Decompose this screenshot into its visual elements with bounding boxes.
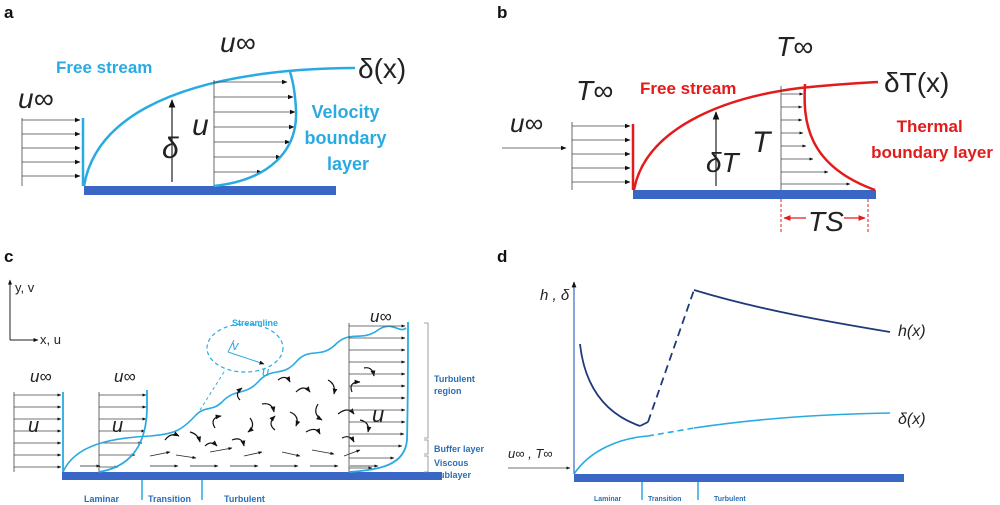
velocity-bl-label: Velocity boundary layer (304, 102, 391, 174)
turbulent-eddies-c (164, 367, 376, 447)
h-curve-transition-d (647, 289, 695, 423)
h-curve-laminar-d (579, 343, 641, 427)
velocity-profile-2-c (98, 390, 148, 473)
streamline-u-vector-c (227, 351, 265, 365)
panel-a: a u∞ Free stream u∞ δ(x) δ u (4, 3, 406, 195)
thermal-bl-label: Thermal boundary layer (871, 117, 993, 162)
regime-turbulent-c: Turbulent (224, 494, 265, 504)
turbulent-region-label-c: Turbulent region (434, 374, 477, 396)
delta-curve-laminar-d (573, 435, 649, 475)
plate-b (633, 190, 876, 199)
t-inf-label-b: T∞ (576, 75, 613, 106)
free-stream-label-b: Free stream (640, 79, 736, 98)
delta-x-label-d: δ(x) (898, 411, 926, 428)
h-curve-turbulent-d (693, 289, 891, 333)
u-inf-label-b: u∞ (510, 108, 543, 138)
u-1-label-c: u (28, 415, 39, 437)
incoming-velocity-profile-a (21, 117, 85, 186)
regime-laminar-d: Laminar (594, 496, 622, 503)
h-x-label-d: h(x) (898, 323, 926, 340)
regime-laminar-c: Laminar (84, 494, 120, 504)
plate-a (84, 186, 336, 195)
panel-c: c y, v x, u Laminar Transition Turbulent… (4, 247, 485, 504)
streamline-bubble-c (206, 323, 284, 373)
delta-t-label-b: δT (706, 147, 741, 178)
regime-turbulent-d: Turbulent (714, 496, 746, 503)
x-u-label-c: x, u (40, 332, 61, 347)
ts-dimension-b (780, 199, 869, 234)
downstream-temperature-profile-b (780, 83, 876, 192)
panel-c-label: c (4, 247, 13, 266)
u-label-a: u (192, 109, 209, 142)
t-label-b: T (752, 126, 773, 159)
streamline-v-vector-c (227, 339, 235, 353)
thermal-bl-curve (632, 80, 879, 191)
ts-label-b: TS (808, 206, 844, 237)
buffer-layer-bracket-c (424, 439, 429, 455)
delta-t-x-label-b: δT(x) (884, 67, 949, 98)
panel-d: d h , δ u∞ , T∞ h(x) δ(x) Laminar Transi… (497, 247, 926, 503)
axes-icon-c (8, 279, 39, 342)
v-small-label-c: v (232, 338, 240, 353)
u-inf-label-a: u∞ (18, 83, 54, 114)
u-inf-top-label-a: u∞ (220, 27, 256, 58)
delta-curve-turbulent-d (693, 412, 891, 429)
t-inf-top-label-b: T∞ (776, 31, 813, 62)
panel-a-label: a (4, 3, 14, 22)
velocity-profile-3-c (348, 321, 409, 473)
y-v-label-c: y, v (15, 280, 35, 295)
downstream-velocity-profile-a (213, 71, 298, 188)
turbulent-bl-envelope-c (62, 325, 407, 473)
incoming-temperature-profile-b (571, 122, 635, 190)
regime-transition-c: Transition (148, 494, 191, 504)
u-small-label-c: u (262, 364, 269, 379)
panel-d-label: d (497, 247, 507, 266)
velocity-profile-1-c (13, 392, 64, 472)
panel-b: b u∞ T∞ Free stream T∞ δT(x) δT T (497, 3, 993, 237)
u-2-label-c: u (112, 415, 123, 437)
buffer-layer-label-c: Buffer layer (434, 444, 485, 454)
delta-x-label-a: δ(x) (358, 53, 406, 84)
delta-curve-transition-d (647, 427, 695, 437)
h-curve-joint-d (639, 421, 649, 427)
free-stream-label-a: Free stream (56, 58, 152, 77)
regime-transition-d: Transition (648, 496, 681, 503)
u-3-label-c: u (372, 402, 384, 427)
delta-label-a: δ (162, 132, 179, 165)
streamline-label-c: Streamline (232, 318, 278, 328)
plate-d (574, 474, 904, 482)
u-inf-1-label-c: u∞ (30, 367, 52, 386)
y-axis-label-d: h , δ (540, 287, 570, 304)
viscous-sublayer-bracket-c (424, 455, 429, 473)
u-inf-3-label-c: u∞ (370, 307, 392, 326)
near-wall-flow-c (80, 447, 379, 468)
u-inf-2-label-c: u∞ (114, 367, 136, 386)
plate-c (62, 472, 442, 480)
turbulent-region-bracket-c (424, 322, 429, 439)
velocity-bl-curve (82, 66, 356, 187)
streamline-leader-c (199, 371, 225, 411)
viscous-sublayer-label-c: Viscous sublayer (434, 458, 472, 480)
inlet-label-d: u∞ , T∞ (508, 446, 553, 461)
panel-b-label: b (497, 3, 507, 22)
